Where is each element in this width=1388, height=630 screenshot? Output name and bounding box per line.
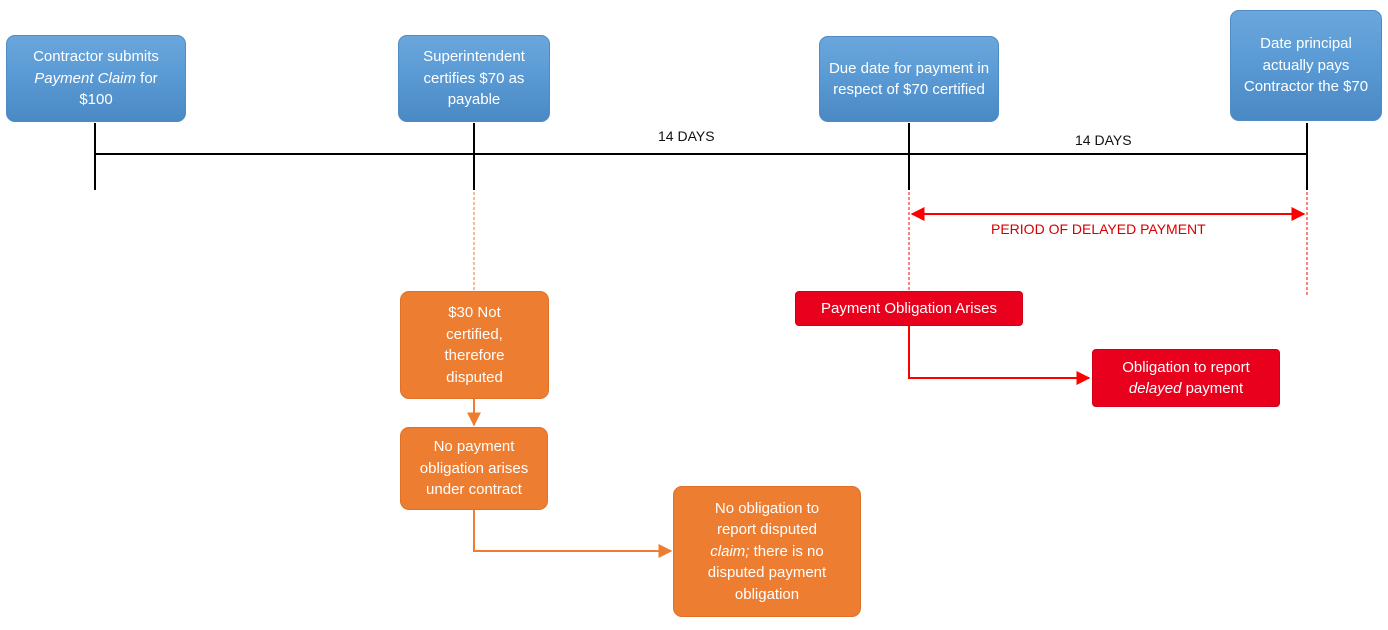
event-actual-payment-text: Date principal actually pays Contractor … [1243,35,1369,96]
no-payment-obligation-text: No payment obligation arises under contr… [419,438,529,499]
not-certified-box: $30 Not certified, therefore disputed [400,291,549,399]
event-payment-claim-box: Contractor submits Payment Claim for $10… [6,35,186,122]
no-report-obligation-box: No obligation to report disputed claim; … [673,486,861,617]
no-payment-obligation-box: No payment obligation arises under contr… [400,427,548,510]
event-due-date-text: Due date for payment in respect of $70 c… [828,59,990,99]
span-label-second: 14 DAYS [1075,132,1132,148]
event-due-date-box: Due date for payment in respect of $70 c… [819,36,999,122]
no-obligation-to-no-report-arrow [473,510,673,558]
report-delayed-box: Obligation to report delayed payment [1092,349,1280,407]
span-label-first: 14 DAYS [658,128,715,144]
event-actual-payment-box: Date principal actually pays Contractor … [1230,10,1382,121]
not-certified-text: $30 Not certified, therefore disputed [444,304,505,386]
event-certification-text: Superintendent certifies $70 as payable [423,48,525,109]
no-report-obligation-text: No obligation to report disputed claim; … [707,499,827,603]
report-delayed-text: Obligation to report delayed payment [1122,358,1250,398]
delayed-period-label: PERIOD OF DELAYED PAYMENT [991,221,1206,237]
event-certification-box: Superintendent certifies $70 as payable [398,35,550,122]
event-payment-claim-text: Contractor submits Payment Claim for $10… [33,48,159,109]
payment-obligation-box: Payment Obligation Arises [795,291,1023,326]
payment-obligation-text: Payment Obligation Arises [821,299,997,317]
obligation-to-report-arrow [908,326,1091,385]
